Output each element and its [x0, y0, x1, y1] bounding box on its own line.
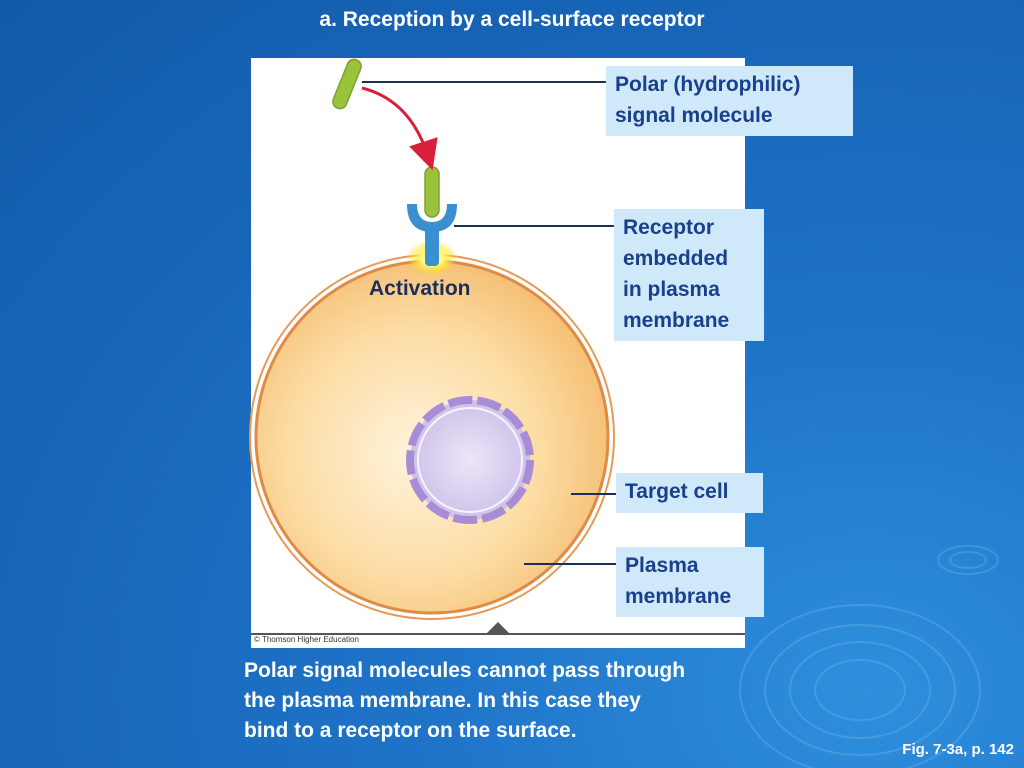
figure-reference: Fig. 7-3a, p. 142 [902, 741, 1014, 758]
nucleus [406, 396, 534, 524]
callout-line: membrane [623, 309, 730, 332]
image-credit: © Thomson Higher Education [254, 635, 359, 644]
caption-line: bind to a receptor on the surface. [244, 719, 577, 742]
callout-line: Plasma [625, 554, 699, 577]
receptor [407, 204, 457, 266]
binding-arrow [361, 86, 438, 171]
callout-signal-molecule: Polar (hydrophilic) signal molecule [606, 66, 853, 136]
callout-line: Receptor [623, 216, 715, 239]
callout-line: embedded [623, 247, 729, 270]
free-signal-molecule [332, 58, 362, 110]
callout-line: signal molecule [615, 104, 773, 127]
callout-line: Polar (hydrophilic) [615, 73, 801, 96]
callout-plasma-membrane: Plasma membrane [616, 547, 764, 617]
bound-signal-molecule [424, 166, 440, 218]
callout-line: in plasma [623, 278, 720, 301]
slide-title: a. Reception by a cell-surface receptor [319, 8, 705, 31]
panel-bottom-notch [486, 622, 510, 634]
leader-lines [362, 81, 616, 565]
caption-line: the plasma membrane. In this case they [244, 689, 641, 712]
caption-line: Polar signal molecules cannot pass throu… [244, 659, 686, 682]
callout-line: membrane [625, 585, 732, 608]
activation-label: Activation [369, 277, 471, 300]
callout-receptor: Receptor embedded in plasma membrane [614, 209, 764, 341]
callout-target-cell: Target cell [616, 473, 763, 513]
callout-line: Target cell [625, 480, 729, 503]
slide-caption: Polar signal molecules cannot pass throu… [244, 656, 804, 746]
